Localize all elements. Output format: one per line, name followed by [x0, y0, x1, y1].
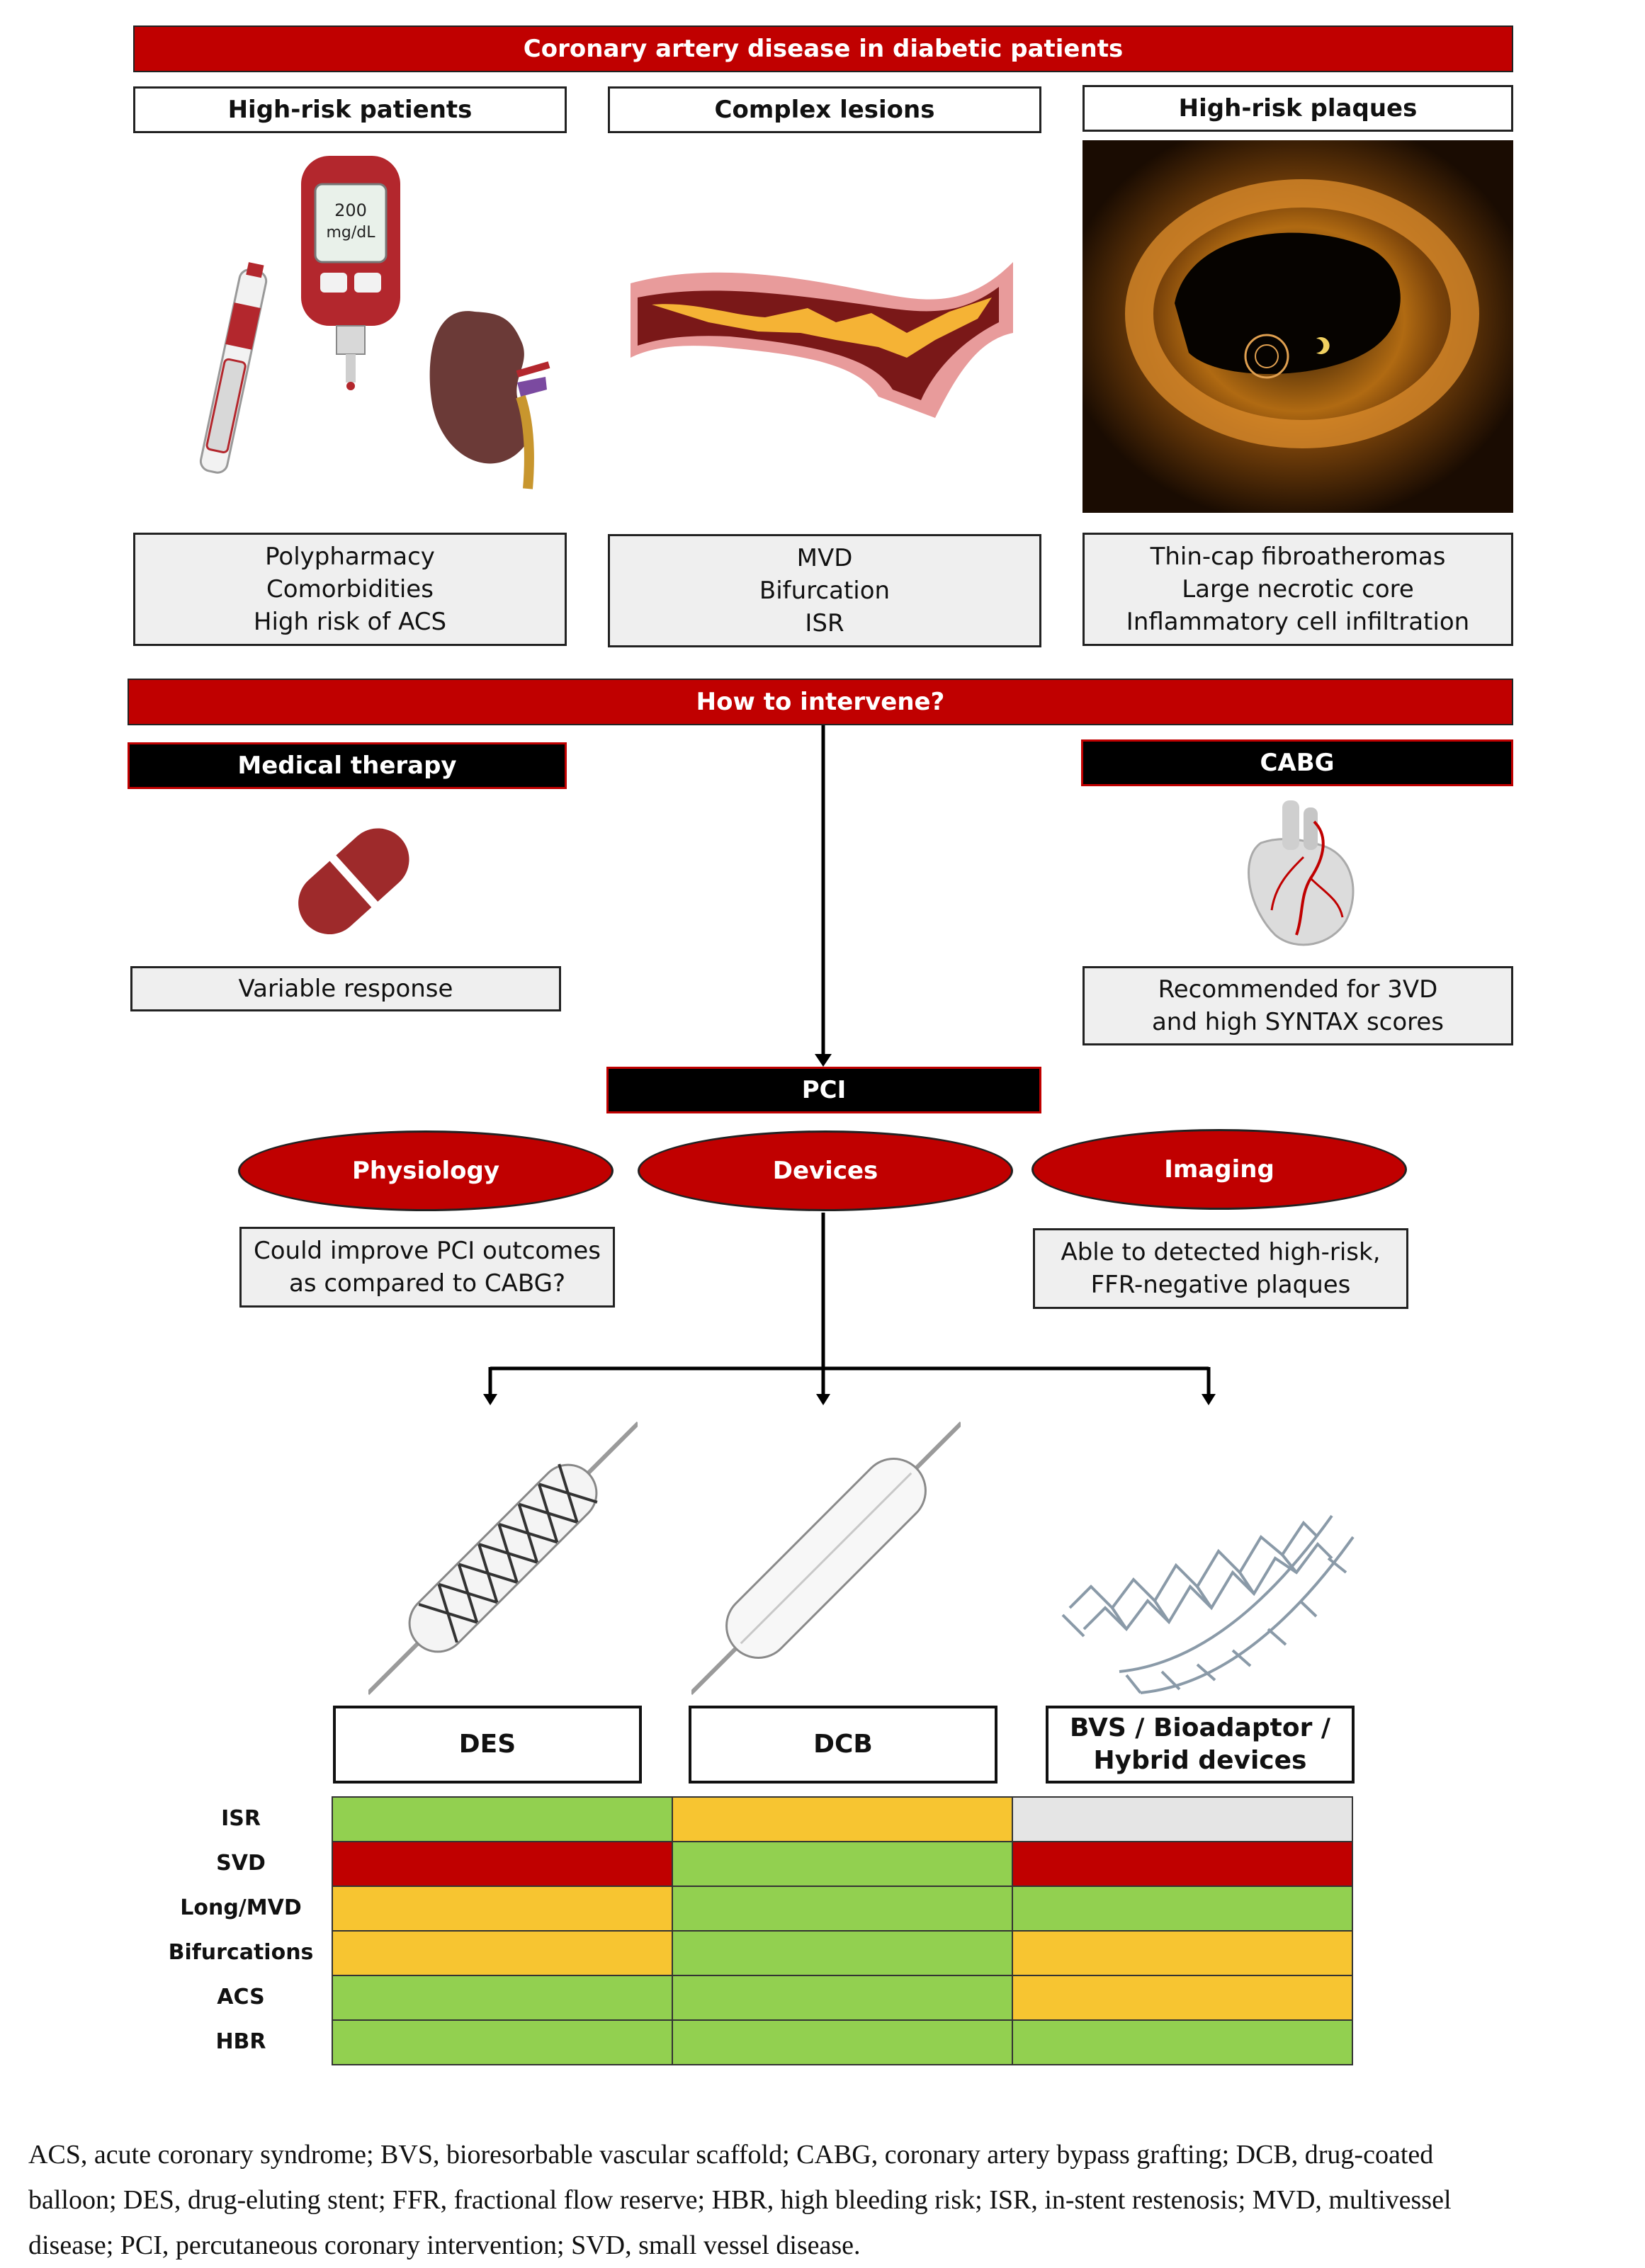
physiology-note-line: Could improve PCI outcomes [254, 1237, 601, 1265]
column-title-high-risk-patients: High-risk patients [133, 86, 567, 133]
matrix-cell [1012, 1841, 1353, 1887]
matrix-row-label: SVD [216, 1851, 266, 1876]
matrix-cell [332, 1796, 673, 1842]
cabg-box: CABG [1081, 739, 1513, 786]
matrix-cell [332, 1841, 673, 1887]
caption-line: disease; PCI, percutaneous coronary inte… [28, 2230, 861, 2260]
matrix-cell [332, 1975, 673, 2021]
heart-icon [1248, 800, 1355, 946]
intervene-title: How to intervene? [696, 688, 945, 716]
kidney-icon [429, 311, 550, 489]
matrix-row-label: HBR [215, 2029, 266, 2054]
matrix-cell [1012, 1930, 1353, 1976]
lesions-details-box: MVD Bifurcation ISR [608, 534, 1041, 647]
detail-line: Comorbidities [266, 575, 434, 603]
imaging-oval: Imaging [1031, 1129, 1407, 1210]
cabg-note-box: Recommended for 3VD and high SYNTAX scor… [1082, 966, 1513, 1045]
devices-label: Devices [772, 1157, 878, 1185]
artery-lesion-illustration [631, 262, 1013, 418]
glucometer-value: 200 [334, 200, 367, 220]
intervene-banner: How to intervene? [128, 679, 1513, 725]
insulin-pen-icon [199, 262, 268, 474]
matrix-cell [672, 1796, 1013, 1842]
medical-note: Variable response [238, 975, 453, 1003]
des-stent-icon [368, 1421, 638, 1696]
header-title: Coronary artery disease in diabetic pati… [523, 35, 1124, 63]
medical-response-box: Variable response [130, 966, 561, 1011]
device-label: BVS / Bioadaptor / [1070, 1713, 1330, 1742]
device-label: DCB [813, 1730, 873, 1759]
matrix-cell [672, 1930, 1013, 1976]
patient-illustration: 200 mg/dL [199, 156, 550, 489]
imaging-note-line: FFR-negative plaques [1090, 1271, 1351, 1299]
matrix-cell [672, 1886, 1013, 1932]
matrix-cell [332, 2019, 673, 2065]
matrix-row-label: Bifurcations [168, 1940, 314, 1965]
imaging-label: Imaging [1164, 1155, 1274, 1184]
matrix-row-label: Long/MVD [180, 1895, 302, 1920]
matrix-cell [332, 1930, 673, 1976]
matrix-cell [672, 2019, 1013, 2065]
cabg-note-line: and high SYNTAX scores [1151, 1008, 1445, 1036]
flow-connectors [483, 725, 1216, 1405]
devices-oval: Devices [638, 1130, 1013, 1211]
column-title-high-risk-plaques: High-risk plaques [1082, 85, 1513, 132]
matrix-row-label: ACS [217, 1985, 265, 2009]
patients-details-box: Polypharmacy Comorbidities High risk of … [133, 533, 567, 646]
oct-plaque-image [1082, 140, 1513, 513]
column-title-text: High-risk patients [227, 96, 473, 124]
pci-title: PCI [801, 1076, 847, 1104]
physiology-note-box: Could improve PCI outcomes as compared t… [239, 1227, 615, 1308]
cabg-note-line: Recommended for 3VD [1158, 975, 1438, 1004]
matrix-row-label: ISR [221, 1806, 261, 1831]
glucometer-icon: 200 mg/dL [301, 156, 400, 390]
column-title-text: High-risk plaques [1178, 94, 1418, 123]
matrix-cell [1012, 1796, 1353, 1842]
physiology-label: Physiology [351, 1157, 500, 1185]
detail-line: Thin-cap fibroatheromas [1150, 543, 1446, 571]
pci-box: PCI [606, 1067, 1041, 1113]
device-label: DES [458, 1730, 516, 1759]
medical-therapy-title: Medical therapy [237, 752, 457, 780]
physiology-note-line: as compared to CABG? [289, 1269, 565, 1298]
column-title-complex-lesions: Complex lesions [608, 86, 1041, 133]
detail-line: ISR [805, 609, 844, 637]
column-title-text: Complex lesions [714, 96, 935, 124]
detail-line: MVD [796, 544, 853, 572]
matrix-cell [672, 1975, 1013, 2021]
matrix-cell [1012, 1886, 1353, 1932]
dcb-balloon-icon [691, 1421, 961, 1696]
abbreviations-caption: ACS, acute coronary syndrome; BVS, biore… [28, 2132, 1629, 2268]
detail-line: Large necrotic core [1182, 575, 1414, 603]
device-box-dcb: DCB [689, 1706, 997, 1784]
plaques-details-box: Thin-cap fibroatheromas Large necrotic c… [1082, 533, 1513, 646]
caption-line: ACS, acute coronary syndrome; BVS, biore… [28, 2140, 1434, 2170]
detail-line: Bifurcation [759, 577, 891, 605]
matrix-cell [672, 1841, 1013, 1887]
detail-line: High risk of ACS [253, 608, 447, 636]
physiology-oval: Physiology [238, 1130, 614, 1211]
caption-line: balloon; DES, drug-eluting stent; FFR, f… [28, 2185, 1452, 2215]
imaging-note-box: Able to detected high-risk, FFR-negative… [1033, 1228, 1408, 1309]
matrix-cell [1012, 2019, 1353, 2065]
glucometer-unit: mg/dL [326, 224, 375, 242]
medical-therapy-box: Medical therapy [128, 742, 567, 789]
cabg-title: CABG [1260, 749, 1335, 777]
matrix-cell [332, 1886, 673, 1932]
detail-line: Polypharmacy [265, 543, 435, 571]
device-box-bvs: BVS / Bioadaptor / Hybrid devices [1046, 1706, 1355, 1784]
device-box-des: DES [333, 1706, 642, 1784]
matrix-cell [1012, 1975, 1353, 2021]
detail-line: Inflammatory cell infiltration [1126, 608, 1470, 636]
pill-icon [298, 828, 409, 935]
header-banner: Coronary artery disease in diabetic pati… [133, 25, 1513, 72]
device-label: Hybrid devices [1093, 1746, 1307, 1775]
imaging-note-line: Able to detected high-risk, [1061, 1238, 1381, 1266]
bvs-hybrid-device-icon [1061, 1514, 1355, 1694]
